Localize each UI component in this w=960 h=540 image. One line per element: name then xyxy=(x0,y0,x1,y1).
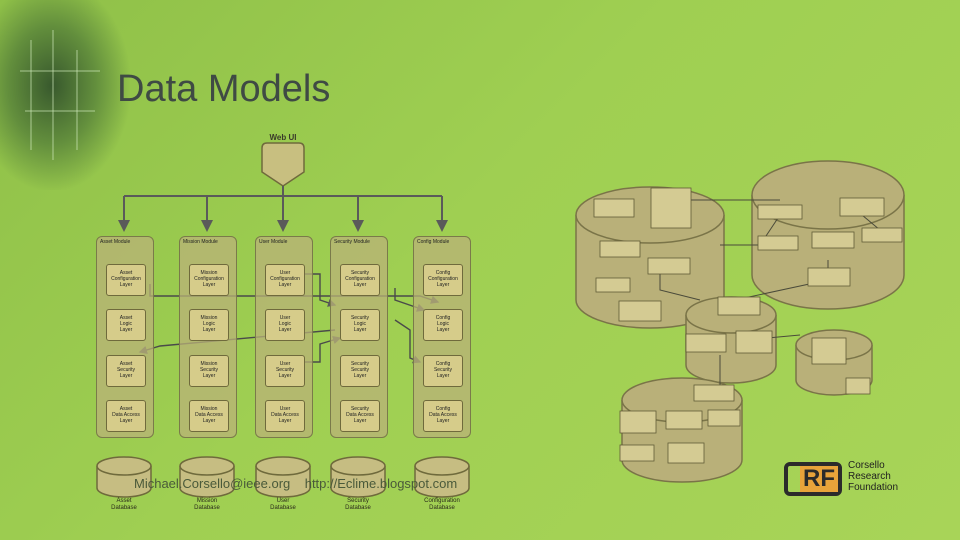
module-label: Mission Module xyxy=(183,239,218,245)
layer-box: Mission Configuration Layer xyxy=(189,264,229,296)
module-label: User Module xyxy=(259,239,288,245)
layer-box: Security Configuration Layer xyxy=(340,264,380,296)
layer-box: User Data Access Layer xyxy=(265,400,305,432)
database-label: User Database xyxy=(270,498,296,512)
footer-contact: Michael.Corsello@ieee.org http://Eclime.… xyxy=(134,476,458,491)
layer-box: Asset Logic Layer xyxy=(106,309,146,341)
module-user: User Module User Configuration Layer Use… xyxy=(255,236,313,438)
corner-decoration xyxy=(0,0,130,190)
layer-box: Asset Security Layer xyxy=(106,355,146,387)
corsello-logo: RF Corsello Research Foundation xyxy=(782,458,912,502)
logo-line3: Foundation xyxy=(848,482,899,493)
module-label: Asset Module xyxy=(100,239,131,245)
module-mission: Mission Module Mission Configuration Lay… xyxy=(179,236,237,438)
logo-line2: Research xyxy=(848,471,891,482)
layer-box: Security Data Access Layer xyxy=(340,400,380,432)
module-security: Security Module Security Configuration L… xyxy=(330,236,388,438)
databases xyxy=(96,456,470,498)
layer-box: User Security Layer xyxy=(265,355,305,387)
web-ui-node xyxy=(261,142,305,187)
database-label: Mission Database xyxy=(194,498,220,512)
layer-box: Mission Data Access Layer xyxy=(189,400,229,432)
logo-line1: Corsello xyxy=(848,460,885,471)
logo-mark: RF xyxy=(800,466,838,492)
layer-box: User Logic Layer xyxy=(265,309,305,341)
layer-box: Config Configuration Layer xyxy=(423,264,463,296)
entity-tables xyxy=(593,187,903,464)
web-ui-label: Web UI xyxy=(269,133,297,142)
logo-text: Corsello Research Foundation xyxy=(848,460,898,493)
layer-box: Config Data Access Layer xyxy=(423,400,463,432)
layer-box: Security Security Layer xyxy=(340,355,380,387)
database-label: Configuration Database xyxy=(424,498,460,512)
layer-box: Asset Configuration Layer xyxy=(106,264,146,296)
module-asset: Asset Module Asset Configuration Layer A… xyxy=(96,236,154,438)
module-label: Security Module xyxy=(334,239,370,245)
layer-box: Asset Data Access Layer xyxy=(106,400,146,432)
database-label: Asset Database xyxy=(111,498,137,512)
layer-box: Config Security Layer xyxy=(423,355,463,387)
layer-box: Security Logic Layer xyxy=(340,309,380,341)
layer-box: Config Logic Layer xyxy=(423,309,463,341)
slide-title: Data Models xyxy=(117,68,331,110)
logo-frame xyxy=(784,462,842,496)
database-label: Security Database xyxy=(345,498,371,512)
layer-box: Mission Logic Layer xyxy=(189,309,229,341)
layer-box: User Configuration Layer xyxy=(265,264,305,296)
layer-box: Mission Security Layer xyxy=(189,355,229,387)
module-config: Config Module Config Configuration Layer… xyxy=(413,236,471,438)
module-label: Config Module xyxy=(417,239,450,245)
